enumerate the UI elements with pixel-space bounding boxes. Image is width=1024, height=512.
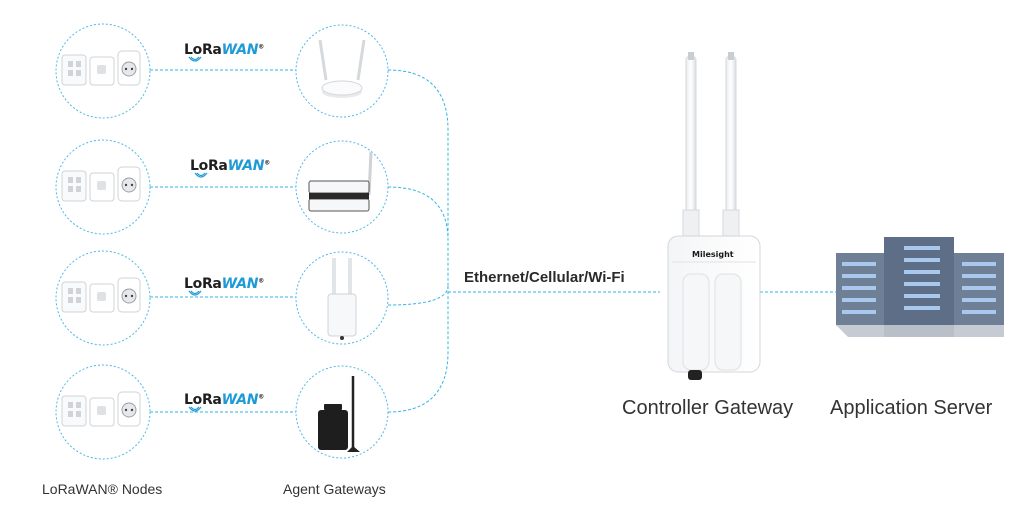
lorawan-logo-1: LoRaWAN®	[184, 42, 264, 62]
box-gateway-icon	[308, 151, 373, 212]
link-agent1-bus	[387, 69, 449, 286]
lorawan-logo-2: LoRaWAN®	[190, 158, 270, 178]
sensor-devices-icon	[61, 50, 141, 427]
link-agent4-bus	[387, 286, 449, 413]
application-server-icon	[836, 237, 1004, 337]
controller-gateway-label: Controller Gateway	[622, 397, 794, 419]
radio-waves-icon	[194, 172, 208, 178]
connection-lines	[150, 69, 836, 413]
sensor-cluster-icon-4	[61, 391, 141, 427]
radio-waves-icon	[188, 56, 202, 62]
radio-waves-icon	[188, 406, 202, 412]
sensor-cluster-icon-3	[61, 277, 141, 313]
agent-gateways-label: Agent Gateways	[283, 481, 386, 497]
link-agent3-bus	[387, 285, 449, 306]
agent-circle-4	[295, 365, 389, 459]
lorawan-logo-3: LoRaWAN®	[184, 276, 264, 296]
brand-logo: Milesight	[692, 250, 734, 259]
controller-gateway-icon: Milesight	[667, 52, 761, 380]
agent-circle-2	[295, 140, 389, 234]
black-gateway-icon	[318, 376, 360, 452]
round-gateway-icon	[318, 39, 366, 98]
lorawan-logo-4: LoRaWAN®	[184, 392, 264, 412]
uplink-label: Ethernet/Cellular/Wi-Fi	[464, 269, 625, 286]
sensor-cluster-icon-1	[61, 50, 141, 86]
link-agent2-bus	[387, 186, 449, 241]
agent-circle-1	[295, 24, 389, 118]
nodes-label: LoRaWAN® Nodes	[42, 481, 163, 497]
agent-circle-3	[295, 251, 389, 345]
sensor-cluster-icon-2	[61, 166, 141, 202]
radio-waves-icon	[188, 290, 202, 296]
outdoor-agent-gateway-icon	[327, 258, 357, 340]
application-server-label: Application Server	[830, 397, 993, 419]
